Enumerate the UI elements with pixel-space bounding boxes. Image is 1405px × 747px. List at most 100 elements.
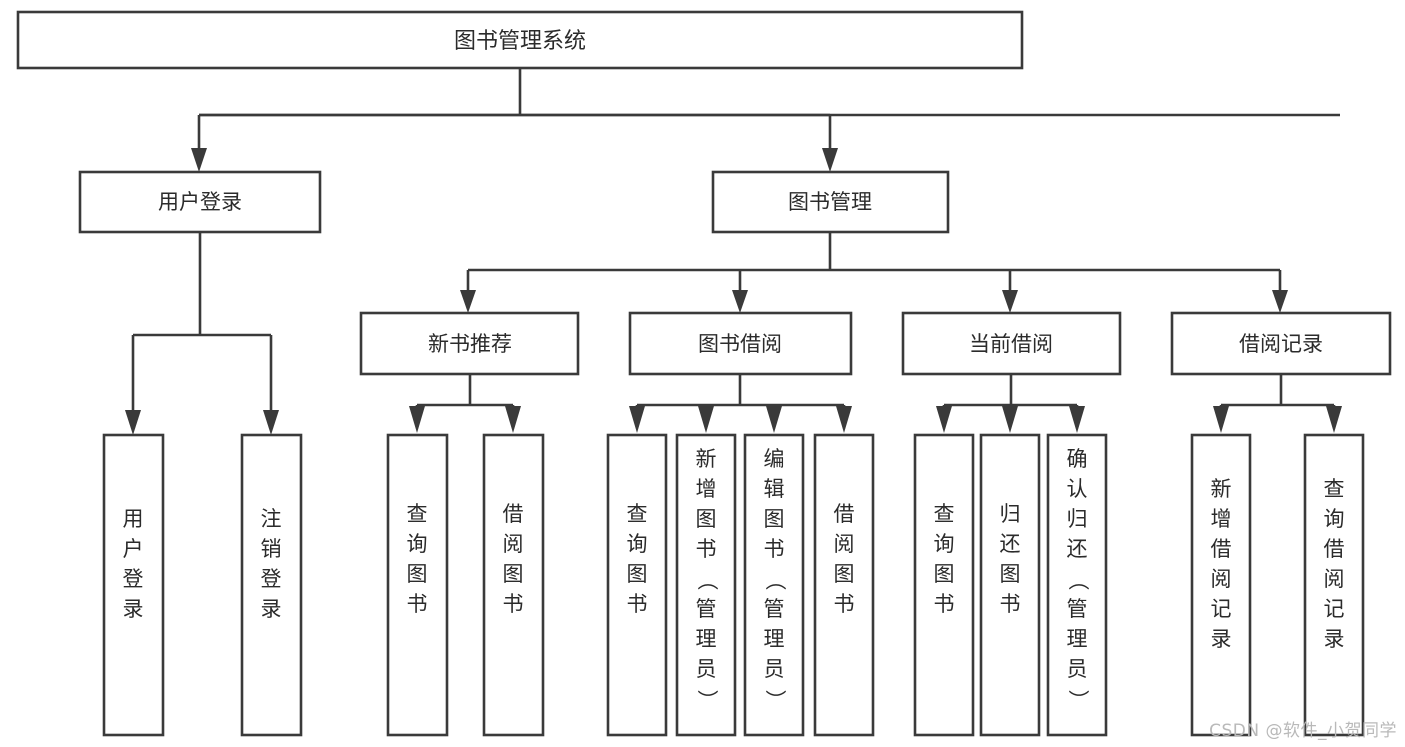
leaf-box (675, 433, 737, 737)
vertical-label-char: 借 (1211, 537, 1232, 561)
vertical-label-char: 询 (407, 532, 428, 556)
connector-book-manage-to-level2 (460, 232, 1288, 313)
vertical-label-char: 管 (764, 597, 785, 621)
vertical-label-char: 书 (503, 592, 524, 616)
vertical-label-char: 阅 (1211, 567, 1232, 591)
leaf-box (1303, 433, 1365, 737)
vertical-label-char: 新 (696, 447, 717, 471)
vertical-label-char: 员 (764, 657, 785, 681)
node-current-borrow[interactable]: 当前借阅 (901, 311, 1122, 376)
vertical-label-char: 书 (934, 592, 955, 616)
arrow-head-new-book (460, 290, 476, 313)
vertical-label-char: 图 (1000, 562, 1021, 586)
leaf-box (606, 433, 668, 737)
arrow-head-user-login (191, 148, 207, 172)
csdn-watermark: CSDN @软件_小贺同学 (1209, 721, 1397, 741)
arrow-head-leaf-logout (263, 410, 279, 435)
vertical-label-char: 录 (261, 597, 282, 621)
leaf-box (1046, 433, 1108, 737)
arrow-head-current-borrow (1002, 290, 1018, 313)
connector-current-borrow-to-leaves (936, 374, 1085, 433)
vertical-label-char: 图 (627, 562, 648, 586)
vertical-label-char: 理 (696, 627, 717, 651)
vertical-label-char: （ (763, 570, 787, 591)
root-label: 图书管理系统 (454, 29, 586, 54)
vertical-label-char: 记 (1324, 597, 1345, 621)
node-new-book-recommend[interactable]: 新书推荐 (359, 311, 580, 376)
arrow-head-book-borrow (732, 290, 748, 313)
leaf-box (386, 433, 449, 737)
vertical-label-char: 图 (764, 507, 785, 531)
vertical-label-char: 注 (261, 507, 282, 531)
user-login-label: 用户登录 (158, 190, 242, 214)
vertical-label-char: 员 (696, 657, 717, 681)
vertical-label-char: 借 (503, 502, 524, 526)
vertical-label-char: 询 (934, 532, 955, 556)
leaf-box (913, 433, 975, 737)
leaf-box (102, 433, 165, 737)
vertical-label-char: 借 (834, 502, 855, 526)
node-borrow-record[interactable]: 借阅记录 (1170, 311, 1392, 376)
vertical-label-char: 编 (764, 447, 785, 471)
arrow-head-leaf-borrow-book-2 (836, 406, 852, 433)
vertical-label-char: 增 (1211, 507, 1232, 531)
arrow-head-leaf-add-book (698, 406, 714, 433)
new-book-recommend-box (359, 311, 580, 376)
arrow-head-book-manage (822, 148, 838, 172)
vertical-label-char: 书 (1000, 592, 1021, 616)
borrow-record-label: 借阅记录 (1239, 332, 1323, 356)
vertical-label-char: 书 (696, 537, 717, 561)
root-box (16, 10, 1024, 70)
vertical-label-char: 查 (1324, 477, 1345, 501)
leaf-box (1190, 433, 1252, 737)
user-login-box (78, 170, 322, 234)
vertical-label-char: 户 (123, 537, 144, 561)
node-book-borrow[interactable]: 图书借阅 (628, 311, 853, 376)
connector-root-to-level1 (191, 68, 1340, 172)
node-book-manage[interactable]: 图书管理 (711, 170, 950, 234)
vertical-label-char: 书 (627, 592, 648, 616)
node-user-login[interactable]: 用户登录 (78, 170, 322, 234)
node-root[interactable]: 图书管理系统 (16, 10, 1024, 70)
arrow-head-leaf-add-record (1213, 406, 1229, 433)
vertical-label-char: 增 (696, 477, 717, 501)
vertical-label-char: 销 (261, 537, 282, 561)
book-borrow-label: 图书借阅 (698, 332, 782, 356)
arrow-head-leaf-borrow-book-1 (505, 406, 521, 433)
leaf-box (743, 433, 805, 737)
vertical-label-char: 询 (1324, 507, 1345, 531)
leaf-node-user-login[interactable]: 用户登录 (102, 433, 165, 737)
arrow-head-leaf-return-book (1002, 406, 1018, 433)
vertical-label-char: 阅 (834, 532, 855, 556)
vertical-label-char: 认 (1067, 477, 1088, 501)
arrow-head-leaf-query-book-1 (409, 406, 425, 433)
vertical-label-char: 阅 (1324, 567, 1345, 591)
arrow-head-leaf-query-record (1326, 406, 1342, 433)
book-manage-label: 图书管理 (788, 190, 872, 214)
connector-book-borrow-to-leaves (629, 374, 852, 433)
vertical-label-char: 借 (1324, 537, 1345, 561)
vertical-label-char: 录 (123, 597, 144, 621)
